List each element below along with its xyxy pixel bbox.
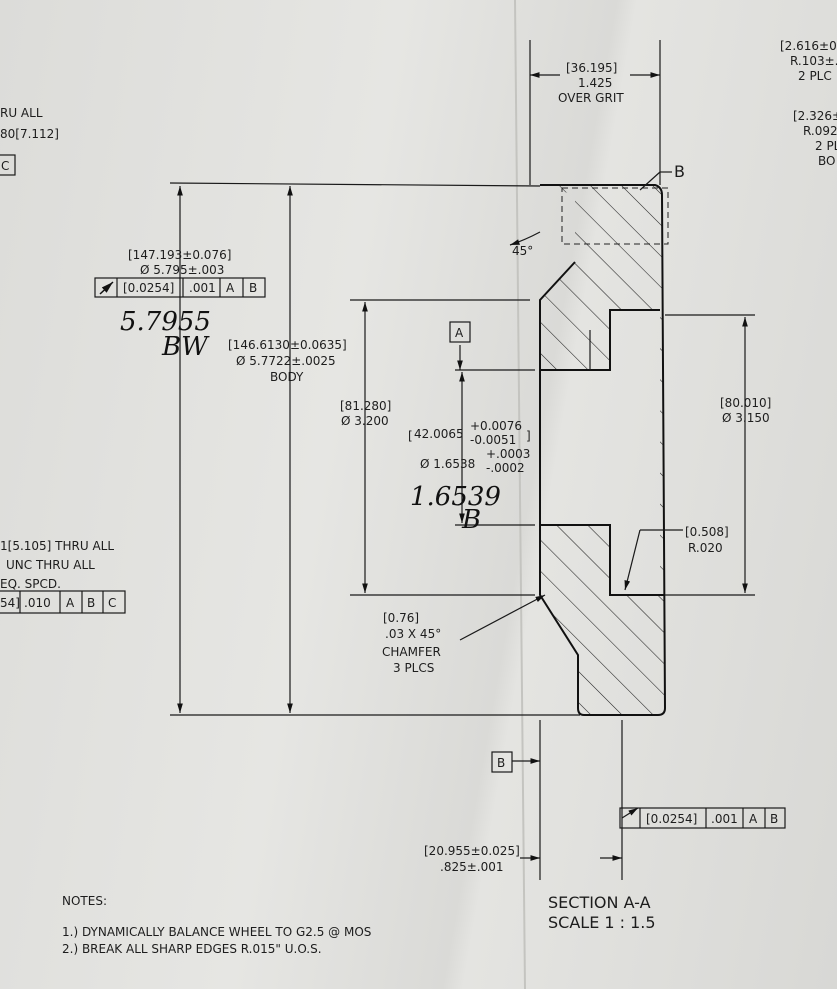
runout-arrow-icon: [99, 281, 114, 295]
datum-a-box: [449, 321, 471, 343]
right-note: [2.616±0.0: [780, 39, 837, 53]
outer-dia-mm: [147.193±0.076]: [128, 248, 231, 262]
over-grit-label: OVER GRIT: [558, 91, 624, 105]
hub-dia-in: Ø 3.200: [341, 414, 389, 428]
radius-in: R.020: [688, 541, 723, 555]
handwritten-bore-measure: 1.6539: [410, 482, 501, 512]
svg-text:.010: .010: [24, 596, 51, 610]
right-note: R.103±.0: [790, 54, 837, 68]
svg-text:A: A: [66, 596, 75, 610]
angle-label: 45°: [512, 244, 533, 258]
note-depth: 80[7.112]: [0, 127, 59, 141]
svg-text:C: C: [108, 596, 116, 610]
notes-heading: NOTES:: [62, 894, 107, 908]
dimension-lines: [169, 40, 755, 880]
svg-text:[: [: [408, 429, 413, 443]
right-note: R.092: [803, 124, 837, 138]
svg-text:]: ]: [526, 429, 531, 443]
datum-c-label: C: [1, 159, 9, 173]
svg-text:B: B: [249, 281, 257, 295]
note-item: 1.) DYNAMICALLY BALANCE WHEEL TO G2.5 @ …: [62, 925, 371, 939]
over-grit-in: 1.425: [578, 76, 612, 90]
body-label: BODY: [270, 370, 304, 384]
note-eq-spcd: EQ. SPCD.: [0, 577, 61, 591]
note-thread: UNC THRU ALL: [6, 558, 95, 572]
paper-fold: [514, 0, 526, 989]
chamfer-label: CHAMFER: [382, 645, 441, 659]
handwritten-initials: B: [461, 505, 481, 535]
body-dia-mm: [146.6130±0.0635]: [228, 338, 347, 352]
svg-text:+.0003: +.0003: [486, 447, 530, 461]
recess-dia-in: Ø 3.150: [722, 411, 770, 425]
part-section: [539, 184, 669, 716]
right-note: 2 PLC: [798, 69, 832, 83]
runout-fcf-face: [0.0254] .001 A B: [619, 807, 786, 829]
handwritten-outer-measure: 5.7955: [120, 307, 211, 337]
svg-text:A: A: [749, 812, 758, 826]
svg-text:.001: .001: [711, 812, 738, 826]
svg-text:-.0002: -.0002: [486, 461, 525, 475]
runout-fcf-outer: [0.0254] .001 A B: [94, 277, 266, 298]
width-in: .825±.001: [440, 860, 504, 874]
detail-b-label: B: [674, 162, 685, 181]
body-dia-in: Ø 5.7722±.0025: [236, 354, 336, 368]
width-mm: [20.955±0.025]: [424, 844, 520, 858]
radius-mm: [0.508]: [685, 525, 729, 539]
svg-text:-0.0051: -0.0051: [470, 433, 516, 447]
note-thru-all: RU ALL: [0, 106, 43, 120]
hub-dia-mm: [81.280]: [340, 399, 391, 413]
svg-text:42.0065: 42.0065: [414, 427, 464, 441]
right-note: BO: [818, 154, 835, 168]
right-note: [2.326±: [793, 109, 837, 123]
fcf-box: [0, 154, 16, 176]
position-fcf: 54] .010 A B C: [0, 590, 126, 614]
over-grit-mm: [36.195]: [566, 61, 617, 75]
svg-text:[0.0254]: [0.0254]: [646, 812, 697, 826]
handwritten-initials: BW: [161, 332, 210, 362]
svg-text:+0.0076: +0.0076: [470, 419, 522, 433]
right-note: 2 PL: [815, 139, 837, 153]
chamfer-count: 3 PLCS: [393, 661, 434, 675]
svg-text:A: A: [226, 281, 235, 295]
section-title: SECTION A-A: [548, 893, 651, 912]
bore-dimension: [ 42.0065 +0.0076 -0.0051 ] Ø 1.6538 +.0…: [408, 419, 531, 475]
outer-dia-in: Ø 5.795±.003: [140, 263, 224, 277]
svg-text:B: B: [87, 596, 95, 610]
datum-a-label: A: [455, 326, 464, 340]
datum-b-label: B: [497, 756, 505, 770]
note-hole-thru: 1[5.105] THRU ALL: [0, 539, 114, 553]
datum-b-box: [491, 751, 513, 773]
svg-text:B: B: [770, 812, 778, 826]
chamfer-mm: [0.76]: [383, 611, 419, 625]
svg-text:54]: 54]: [0, 596, 20, 610]
chamfer-in: .03 X 45°: [385, 627, 441, 641]
svg-text:Ø 1.6538: Ø 1.6538: [420, 457, 475, 471]
recess-dia-mm: [80.010]: [720, 396, 771, 410]
svg-text:.001: .001: [189, 281, 216, 295]
detail-b-box: [561, 187, 669, 245]
svg-text:[0.0254]: [0.0254]: [123, 281, 174, 295]
section-scale: SCALE 1 : 1.5: [548, 913, 656, 932]
note-item: 2.) BREAK ALL SHARP EDGES R.015" U.O.S.: [62, 942, 322, 956]
